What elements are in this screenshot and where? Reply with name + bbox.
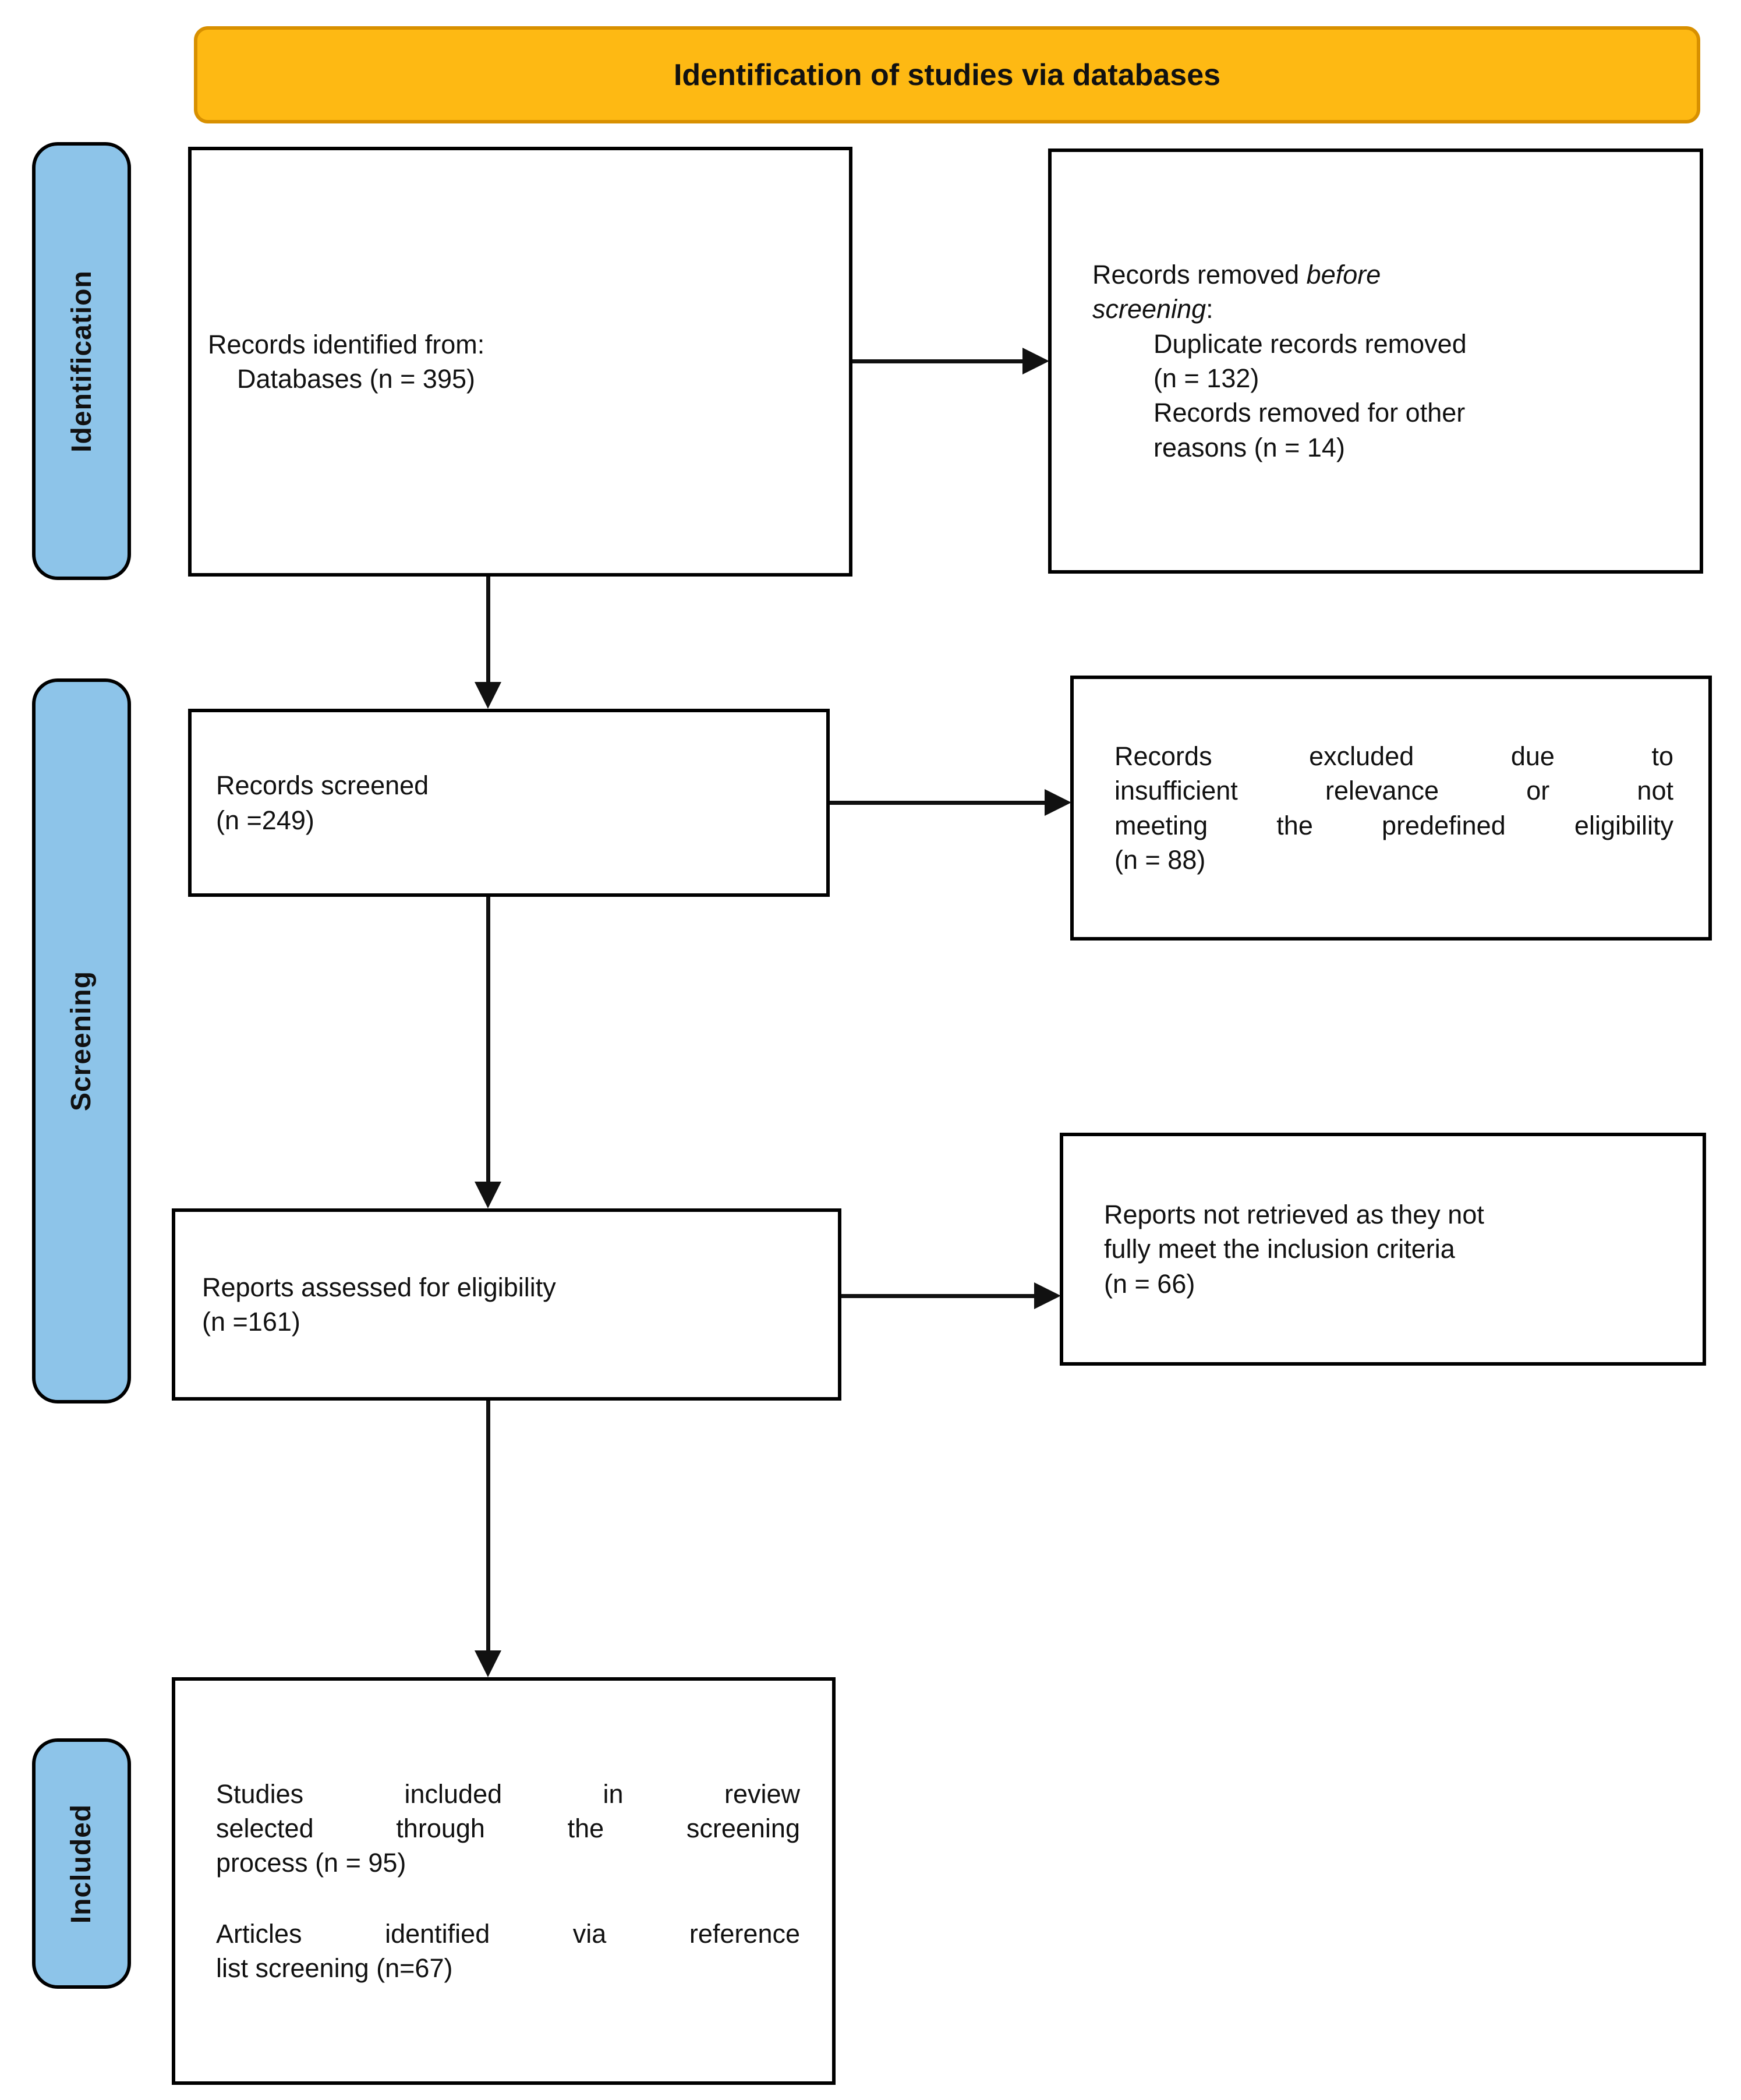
arrow-right-icon — [1034, 1282, 1061, 1309]
header-banner: Identification of studies via databases — [194, 26, 1700, 123]
text-line: reasons (n = 14) — [1153, 432, 1345, 462]
box-records-identified: Records identified from: Databases (n = … — [188, 147, 852, 577]
arrow-down-icon — [475, 1182, 501, 1208]
text-line: Reports not retrieved as they not — [1104, 1199, 1484, 1229]
stage-label-screening: Screening — [32, 678, 131, 1403]
header-banner-title: Identification of studies via databases — [673, 58, 1221, 92]
arrow-identified-to-screened-line — [486, 577, 490, 685]
included-paragraph-1: Studies included in review selected throu… — [216, 1777, 800, 1880]
box-reports-assessed: Reports assessed for eligibility (n =161) — [172, 1208, 841, 1401]
text-line: Records excluded due to — [1114, 741, 1673, 771]
text-line: Records removed for other — [1153, 398, 1466, 428]
arrow-right-icon — [1045, 789, 1071, 816]
arrow-assessed-to-included-line — [486, 1401, 490, 1655]
arrow-right-icon — [1022, 348, 1049, 374]
text-segment-italic: before — [1306, 259, 1381, 289]
text-segment: : — [1206, 294, 1213, 324]
text-line: meeting the predefined eligibility — [1114, 810, 1673, 840]
text-line: (n = 66) — [1104, 1268, 1195, 1299]
stage-label-text: Screening — [66, 970, 97, 1112]
text-segment-italic: screening — [1092, 294, 1206, 324]
text-line: screening: — [1092, 292, 1673, 326]
text-line: (n = 132) — [1153, 363, 1259, 393]
stage-label-included: Included — [32, 1738, 131, 1989]
text-line: (n =249) — [216, 805, 314, 835]
text-line: list screening (n=67) — [216, 1953, 453, 1984]
box-records-screened: Records screened (n =249) — [188, 709, 830, 897]
text-line: Records removed before — [1092, 257, 1673, 292]
text-line: fully meet the inclusion criteria — [1104, 1234, 1455, 1264]
arrow-down-icon — [475, 682, 501, 709]
stage-label-identification: Identification — [32, 142, 131, 580]
text-segment: Records removed — [1092, 259, 1300, 289]
arrow-assessed-to-notretrieved-line — [841, 1294, 1034, 1298]
text-line: (n = 88) — [1114, 844, 1206, 875]
text-line: Duplicate records removed — [1153, 328, 1467, 359]
arrow-screened-to-excluded-line — [830, 801, 1045, 805]
text-line: insufficient relevance or not — [1114, 776, 1673, 806]
arrow-identified-to-removed-line — [852, 359, 1022, 363]
text-line: Databases (n = 395) — [237, 364, 475, 394]
text-line: Articles identified via reference — [216, 1918, 800, 1949]
text-line: Reports assessed for eligibility — [202, 1272, 556, 1302]
box-records-excluded: Records excluded due to insufficient rele… — [1070, 676, 1712, 941]
text-line: Studies included in review — [216, 1779, 800, 1809]
box-records-removed: Records removed before screening: Duplic… — [1048, 149, 1703, 574]
arrow-down-icon — [475, 1650, 501, 1677]
text-line: Records screened — [216, 770, 429, 801]
text-line: process (n = 95) — [216, 1848, 406, 1878]
arrow-screened-to-assessed-line — [486, 897, 490, 1186]
box-reports-not-retrieved: Reports not retrieved as they not fully m… — [1060, 1133, 1706, 1366]
box-studies-included: Studies included in review selected throu… — [172, 1677, 836, 2085]
text-line: selected through the screening — [216, 1813, 800, 1843]
stage-label-text: Included — [66, 1804, 97, 1924]
removed-reason-list: Duplicate records removed (n = 132) Record… — [1153, 327, 1673, 465]
included-paragraph-2: Articles identified via reference list sc… — [216, 1917, 800, 1986]
text-line: Records identified from: — [208, 329, 485, 359]
text-line: (n =161) — [202, 1307, 300, 1337]
stage-label-text: Identification — [66, 270, 97, 452]
